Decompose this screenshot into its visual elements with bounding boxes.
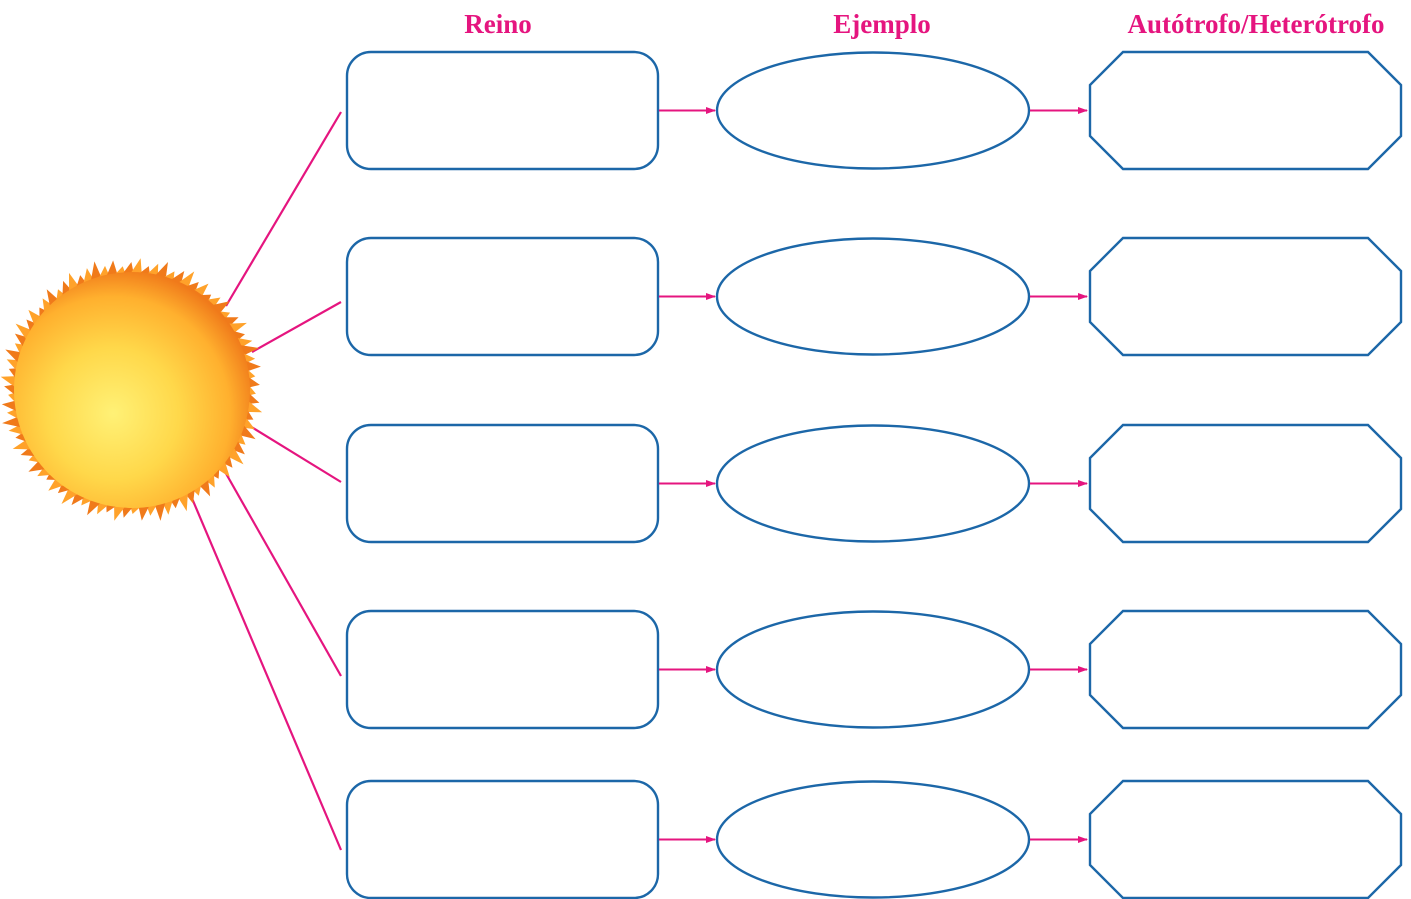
ejemplo-ellipse[interactable] bbox=[715, 780, 1031, 899]
sun-flame bbox=[4, 384, 17, 396]
diagram-row bbox=[345, 609, 1403, 730]
diagram-row bbox=[345, 50, 1403, 171]
sun-flame bbox=[247, 392, 260, 404]
ejemplo-ellipse[interactable] bbox=[715, 610, 1031, 729]
sun-flame bbox=[247, 376, 260, 388]
header-autotrofo-heterotrofo: Autótrofo/Heterótrofo bbox=[1127, 9, 1385, 39]
sun-flame bbox=[122, 505, 134, 518]
sun-connector-line bbox=[225, 111, 342, 307]
ejemplo-ellipse[interactable] bbox=[715, 237, 1031, 356]
reino-box[interactable] bbox=[345, 779, 660, 899]
sun-flame bbox=[114, 504, 126, 521]
sun-flame bbox=[42, 298, 53, 314]
tipo-octagon[interactable] bbox=[1088, 50, 1403, 171]
tipo-octagon[interactable] bbox=[1088, 236, 1403, 357]
reino-box[interactable] bbox=[345, 609, 660, 730]
sun-flame bbox=[217, 460, 230, 478]
sun-disc bbox=[14, 272, 250, 508]
sun-flame bbox=[46, 289, 59, 308]
sun-flame bbox=[222, 453, 233, 468]
sun-flame bbox=[244, 360, 261, 372]
sun-flame bbox=[211, 301, 230, 314]
header-ejemplo: Ejemplo bbox=[833, 9, 931, 39]
sun-connector-line bbox=[251, 301, 342, 353]
sun-flame bbox=[198, 477, 211, 497]
tipo-octagon[interactable] bbox=[1088, 423, 1403, 544]
sun-flame bbox=[90, 261, 102, 282]
sun-connector-line bbox=[189, 495, 343, 851]
sun-flame bbox=[138, 504, 150, 521]
sun-flame bbox=[20, 446, 37, 457]
sun-connector-line bbox=[223, 469, 342, 677]
tipo-octagon[interactable] bbox=[1088, 609, 1403, 730]
sun-flame bbox=[1, 400, 19, 412]
sun-flame bbox=[28, 309, 42, 327]
sun-flame bbox=[2, 416, 23, 428]
sun-flame bbox=[245, 400, 263, 413]
header-reino: Reino bbox=[464, 9, 532, 39]
sun-flame bbox=[106, 260, 118, 277]
sun-flame bbox=[28, 460, 47, 472]
sun-flame bbox=[0, 376, 17, 388]
diagram-rows bbox=[345, 50, 1403, 899]
sun-flame bbox=[205, 297, 221, 308]
sun-connector-lines bbox=[189, 111, 343, 851]
sun-flame bbox=[154, 262, 168, 279]
sun-flame bbox=[130, 258, 142, 275]
sun-flame bbox=[48, 477, 66, 491]
sun-image bbox=[0, 258, 263, 521]
reino-box[interactable] bbox=[345, 50, 660, 171]
sun-connector-line bbox=[244, 422, 342, 483]
sun-flame bbox=[184, 487, 195, 504]
reino-box[interactable] bbox=[345, 423, 660, 544]
sun-flame bbox=[192, 283, 209, 298]
diagram-row bbox=[345, 236, 1403, 357]
diagram-row bbox=[345, 423, 1403, 544]
diagram-row bbox=[345, 779, 1403, 899]
sun-flame bbox=[154, 501, 166, 521]
tipo-octagon[interactable] bbox=[1088, 779, 1403, 899]
ejemplo-ellipse[interactable] bbox=[715, 424, 1031, 543]
ejemplo-ellipse[interactable] bbox=[715, 51, 1031, 170]
sun-flame bbox=[122, 262, 134, 275]
reino-box[interactable] bbox=[345, 236, 660, 357]
